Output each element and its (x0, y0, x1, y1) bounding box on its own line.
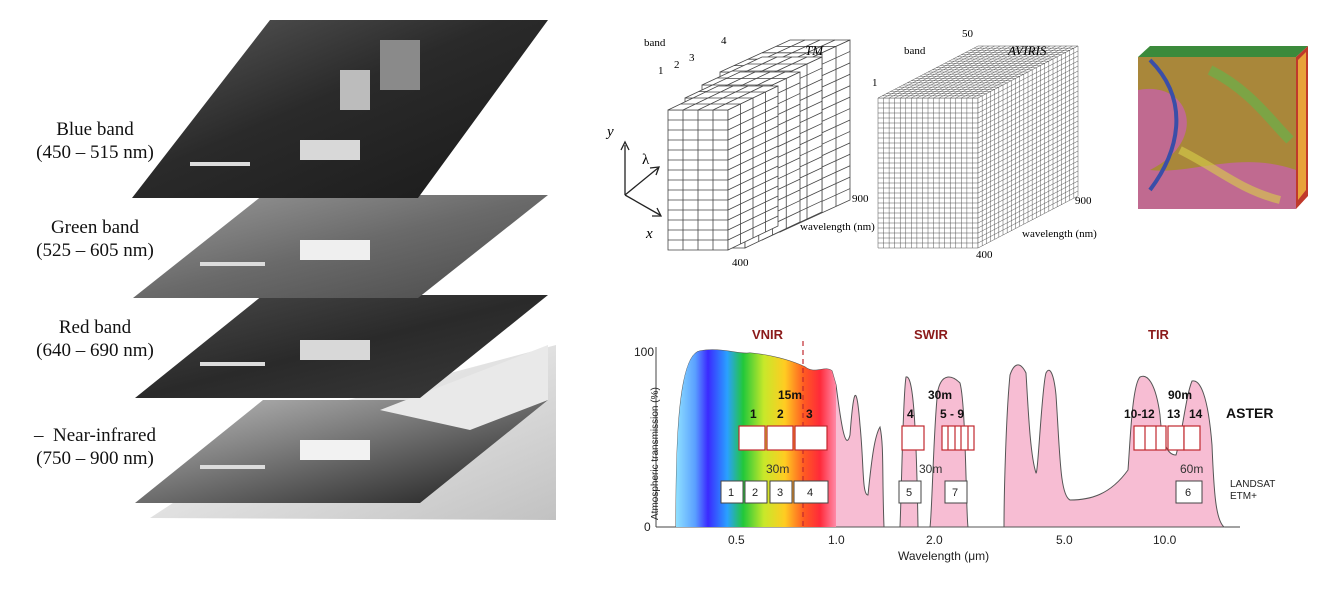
atmospheric-spectrum-panel: VNIR SWIR TIR Atmospheric transmission (… (600, 295, 1325, 584)
landsat-band-2: 2 (752, 487, 758, 499)
aster-band-2: 2 (777, 407, 784, 421)
band-label-green: Green band (525 – 605 nm) (0, 216, 190, 262)
aster-box-13 (1167, 425, 1185, 451)
band-range: (450 – 515 nm) (36, 142, 154, 163)
aster-band-boxes (738, 425, 1201, 451)
band-name-text: Near-infrared (53, 425, 156, 446)
landsat-band-7: 7 (952, 487, 958, 499)
landsat-band-1: 1 (728, 487, 734, 499)
aster-box-3 (794, 425, 828, 451)
tm-wl-label: wavelength (nm) (800, 221, 875, 233)
aster-band-5-9: 5 - 9 (940, 407, 964, 421)
axis-y-label: y (605, 124, 614, 140)
xyz-axes (620, 140, 663, 217)
aster-box-10-12 (1133, 425, 1167, 451)
tm-band-label: band (644, 37, 666, 49)
hyperspectral-colour-cube (1138, 46, 1308, 209)
region-swir: SWIR (914, 327, 949, 342)
landsat-res-30m-swir: 30m (919, 462, 942, 476)
aster-box-5-9 (941, 425, 975, 451)
axis-lambda-label: λ (642, 152, 650, 168)
aviris-band-start: 1 (872, 77, 878, 89)
band-label-nir: – Near-infrared (750 – 900 nm) (0, 424, 190, 470)
aviris-band-end: 50 (962, 28, 974, 40)
region-tir: TIR (1148, 327, 1170, 342)
aster-band-14: 14 (1189, 407, 1203, 421)
tm-title: TM (805, 43, 824, 58)
band-name: Blue band (56, 119, 134, 140)
band-stack-panel: Blue band (450 – 515 nm) Green band (525… (0, 0, 560, 584)
band-name: Green band (50, 217, 140, 238)
aster-band-10-12: 10-12 (1124, 407, 1155, 421)
aster-box-4 (901, 425, 925, 451)
x-tick-0-5: 0.5 (728, 533, 745, 547)
aster-band-4: 4 (907, 407, 914, 421)
landsat-band-5: 5 (906, 487, 912, 499)
landsat-band-4: 4 (807, 487, 813, 499)
tm-band-4: 4 (721, 35, 727, 47)
y-tick-0: 0 (644, 520, 651, 534)
aster-label: ASTER (1226, 405, 1273, 421)
x-tick-1-0: 1.0 (828, 533, 845, 547)
aster-box-2 (766, 425, 794, 451)
axis-x-label: x (645, 226, 653, 242)
pier-details (190, 40, 420, 469)
band-prefix: – (34, 425, 44, 446)
tm-wl-start: 400 (732, 257, 749, 269)
aster-band-13: 13 (1167, 407, 1181, 421)
tm-wl-end: 900 (852, 193, 869, 205)
aster-band-3: 3 (806, 407, 813, 421)
aster-res-90m: 90m (1168, 388, 1192, 402)
tm-band-3: 3 (689, 52, 695, 64)
band-label-red: Red band (640 – 690 nm) (0, 316, 190, 362)
atmospheric-transmission-chart: VNIR SWIR TIR Atmospheric transmission (… (634, 327, 1275, 563)
landsat-band-6: 6 (1185, 487, 1191, 499)
x-tick-5-0: 5.0 (1056, 533, 1073, 547)
aviris-band-label: band (904, 45, 926, 57)
band-stack-illustration (132, 20, 556, 520)
band-range: (640 – 690 nm) (36, 340, 154, 361)
aster-res-30m: 30m (928, 388, 952, 402)
tm-cube (667, 39, 851, 251)
band-label-blue: Blue band (450 – 515 nm) (0, 118, 190, 164)
x-tick-2-0: 2.0 (926, 533, 943, 547)
tm-band-1: 1 (658, 65, 664, 77)
tm-band-2: 2 (674, 59, 680, 71)
band-range: (750 – 900 nm) (36, 448, 154, 469)
aviris-wl-end: 900 (1075, 195, 1092, 207)
landsat-etm-label: ETM+ (1230, 491, 1257, 502)
aviris-title: AVIRIS (1007, 43, 1047, 58)
landsat-band-boxes (720, 480, 1203, 504)
y-axis-label: Atmospheric transmission (%) (650, 387, 661, 520)
landsat-res-60m: 60m (1180, 462, 1203, 476)
aviris-wl-start: 400 (976, 249, 993, 261)
x-tick-10-0: 10.0 (1153, 533, 1177, 547)
band-name: – Near-infrared (0, 424, 190, 447)
x-axis-label: Wavelength (μm) (898, 549, 989, 563)
aster-res-15m: 15m (778, 388, 802, 402)
nir-band-bright-area (380, 345, 548, 430)
band-name: Red band (58, 317, 132, 338)
aster-box-14 (1183, 425, 1201, 451)
aviris-wl-label: wavelength (nm) (1022, 228, 1097, 240)
landsat-res-30m-vnir: 30m (766, 462, 789, 476)
aster-box-1 (738, 425, 766, 451)
y-tick-100: 100 (634, 345, 654, 359)
landsat-band-3: 3 (777, 487, 783, 499)
data-cube-panel: y λ x TM band 1 2 3 4 400 900 wavelength… (590, 0, 1325, 280)
region-vnir: VNIR (752, 327, 784, 342)
data-cubes-diagram: y λ x TM band 1 2 3 4 400 900 wavelength… (605, 28, 1308, 269)
landsat-label: LANDSAT (1230, 479, 1275, 490)
band-range: (525 – 605 nm) (36, 240, 154, 261)
aster-band-1: 1 (750, 407, 757, 421)
aviris-cube (877, 45, 1079, 249)
